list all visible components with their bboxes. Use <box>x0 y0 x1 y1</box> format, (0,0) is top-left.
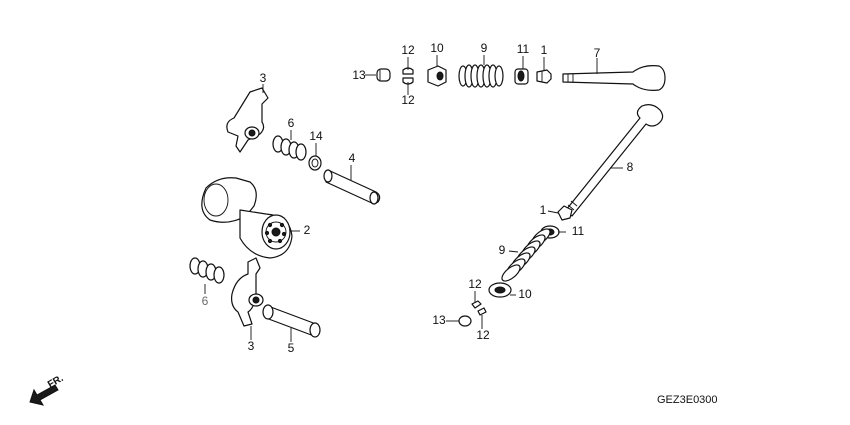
label-6-bottom: 6 <box>202 294 209 308</box>
cotter-bottom <box>471 300 487 316</box>
label-7: 7 <box>594 46 601 60</box>
spring-retainer-mid <box>488 282 512 298</box>
label-11-mid: 11 <box>572 224 585 238</box>
spring-washers-bottom <box>189 257 225 284</box>
front-arrow-icon: FR. <box>29 373 66 406</box>
front-marker-label: FR. <box>46 373 66 391</box>
o-ring <box>308 155 322 171</box>
valve-spring-top <box>458 64 504 88</box>
label-11-top: 11 <box>517 42 530 56</box>
valve-intake <box>562 65 666 91</box>
rocker-arm-bottom <box>231 257 264 327</box>
label-10-top: 10 <box>430 41 444 55</box>
label-9-mid: 9 <box>499 243 506 257</box>
label-12-b-lower: 12 <box>476 328 490 342</box>
rocker-shaft-bottom <box>262 304 321 338</box>
spring-retainer-top <box>427 65 447 87</box>
label-10-mid: 10 <box>518 287 532 301</box>
label-12-upper: 12 <box>401 43 415 57</box>
camshaft <box>201 177 293 259</box>
valve-cap-top <box>376 68 391 82</box>
label-1-mid: 1 <box>540 203 547 217</box>
label-2: 2 <box>304 223 311 237</box>
valve-cap-bottom <box>458 315 472 327</box>
label-5: 5 <box>288 341 295 355</box>
label-13-bottom: 13 <box>432 313 446 327</box>
spring-washers-top <box>272 135 307 161</box>
diagram-code: GEZ3E0300 <box>657 394 718 406</box>
rocker-arm-top <box>226 87 269 153</box>
spring-seat-top <box>514 68 529 85</box>
label-4: 4 <box>349 151 356 165</box>
label-9-top: 9 <box>481 41 488 55</box>
label-1-top: 1 <box>541 43 548 57</box>
valve-spring-mid <box>501 228 551 282</box>
label-14: 14 <box>309 129 323 143</box>
label-8: 8 <box>627 160 634 174</box>
stem-seal-mid <box>557 205 573 221</box>
label-12-lower: 12 <box>401 93 415 107</box>
label-6-top: 6 <box>288 116 295 130</box>
label-3-bottom: 3 <box>248 339 255 353</box>
rocker-shaft-top <box>323 169 381 205</box>
label-13-top: 13 <box>352 68 366 82</box>
label-12-b-upper: 12 <box>468 277 482 291</box>
stem-seal-top <box>536 69 552 84</box>
label-3-top: 3 <box>260 71 267 85</box>
valve-exhaust <box>565 104 664 217</box>
cotter-top <box>402 67 414 85</box>
